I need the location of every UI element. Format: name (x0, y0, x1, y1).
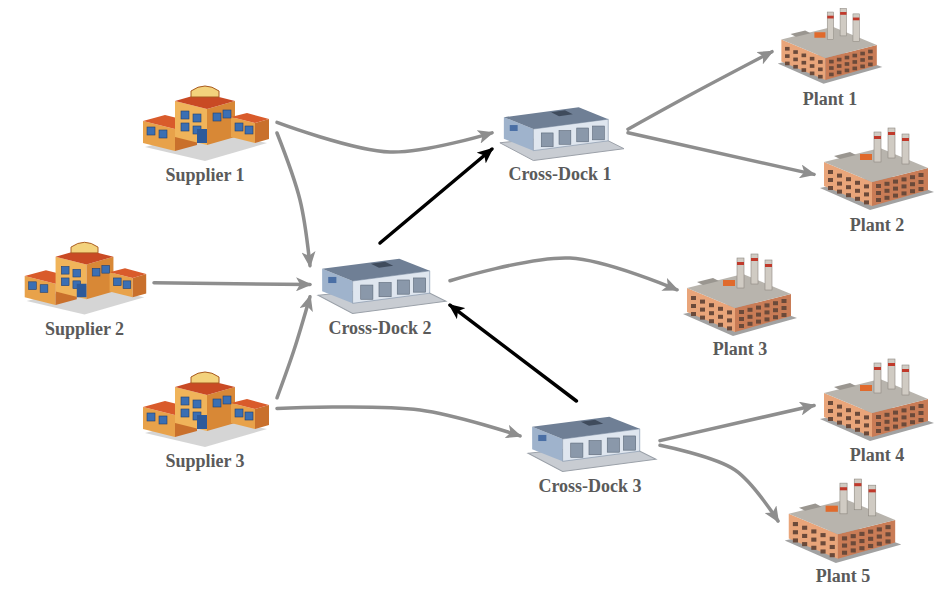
flow-arrow (277, 407, 520, 436)
node-label: Plant 3 (679, 338, 801, 360)
factory-icon (679, 252, 801, 338)
node-label: Plant 5 (780, 565, 906, 587)
flow-arrow (628, 52, 772, 130)
supplier-icon (135, 80, 275, 164)
node-label: Plant 2 (816, 214, 938, 236)
warehouse-icon (494, 95, 626, 163)
supplier-node: Supplier 1 (135, 80, 275, 186)
node-label: Cross-Dock 1 (494, 163, 626, 185)
flow-arrow (628, 133, 814, 175)
node-label: Plant 1 (774, 88, 886, 110)
factory-icon (780, 477, 906, 565)
plant-node: Plant 5 (780, 477, 906, 587)
supplier-icon (17, 236, 152, 318)
plant-node: Plant 3 (679, 252, 801, 360)
flow-arrow (277, 133, 310, 266)
warehouse-icon (522, 403, 658, 475)
warehouse-icon (312, 245, 448, 317)
plant-node: Plant 4 (816, 356, 938, 466)
supplier-node: Supplier 2 (17, 236, 152, 340)
factory-icon (774, 4, 886, 88)
node-label: Cross-Dock 3 (522, 475, 658, 497)
flow-arrow (660, 445, 778, 521)
flow-arrow (450, 258, 677, 290)
node-label: Plant 4 (816, 444, 938, 466)
plant-node: Plant 2 (816, 124, 938, 236)
cross-dock-node: Cross-Dock 3 (522, 403, 658, 497)
transfer-arrow (450, 305, 576, 401)
plant-node: Plant 1 (774, 4, 886, 110)
node-label: Cross-Dock 2 (312, 317, 448, 339)
node-label: Supplier 1 (135, 164, 275, 186)
transfer-arrow (380, 149, 492, 243)
cross-dock-node: Cross-Dock 1 (494, 95, 626, 185)
supplier-icon (135, 366, 275, 450)
flow-arrow (154, 283, 310, 285)
supplier-node: Supplier 3 (135, 366, 275, 472)
flow-arrow (277, 297, 310, 398)
flow-arrow (277, 122, 492, 152)
node-label: Supplier 3 (135, 450, 275, 472)
flow-arrow (660, 406, 814, 441)
cross-dock-node: Cross-Dock 2 (312, 245, 448, 339)
factory-icon (816, 124, 938, 214)
factory-icon (816, 356, 938, 444)
node-label: Supplier 2 (17, 318, 152, 340)
